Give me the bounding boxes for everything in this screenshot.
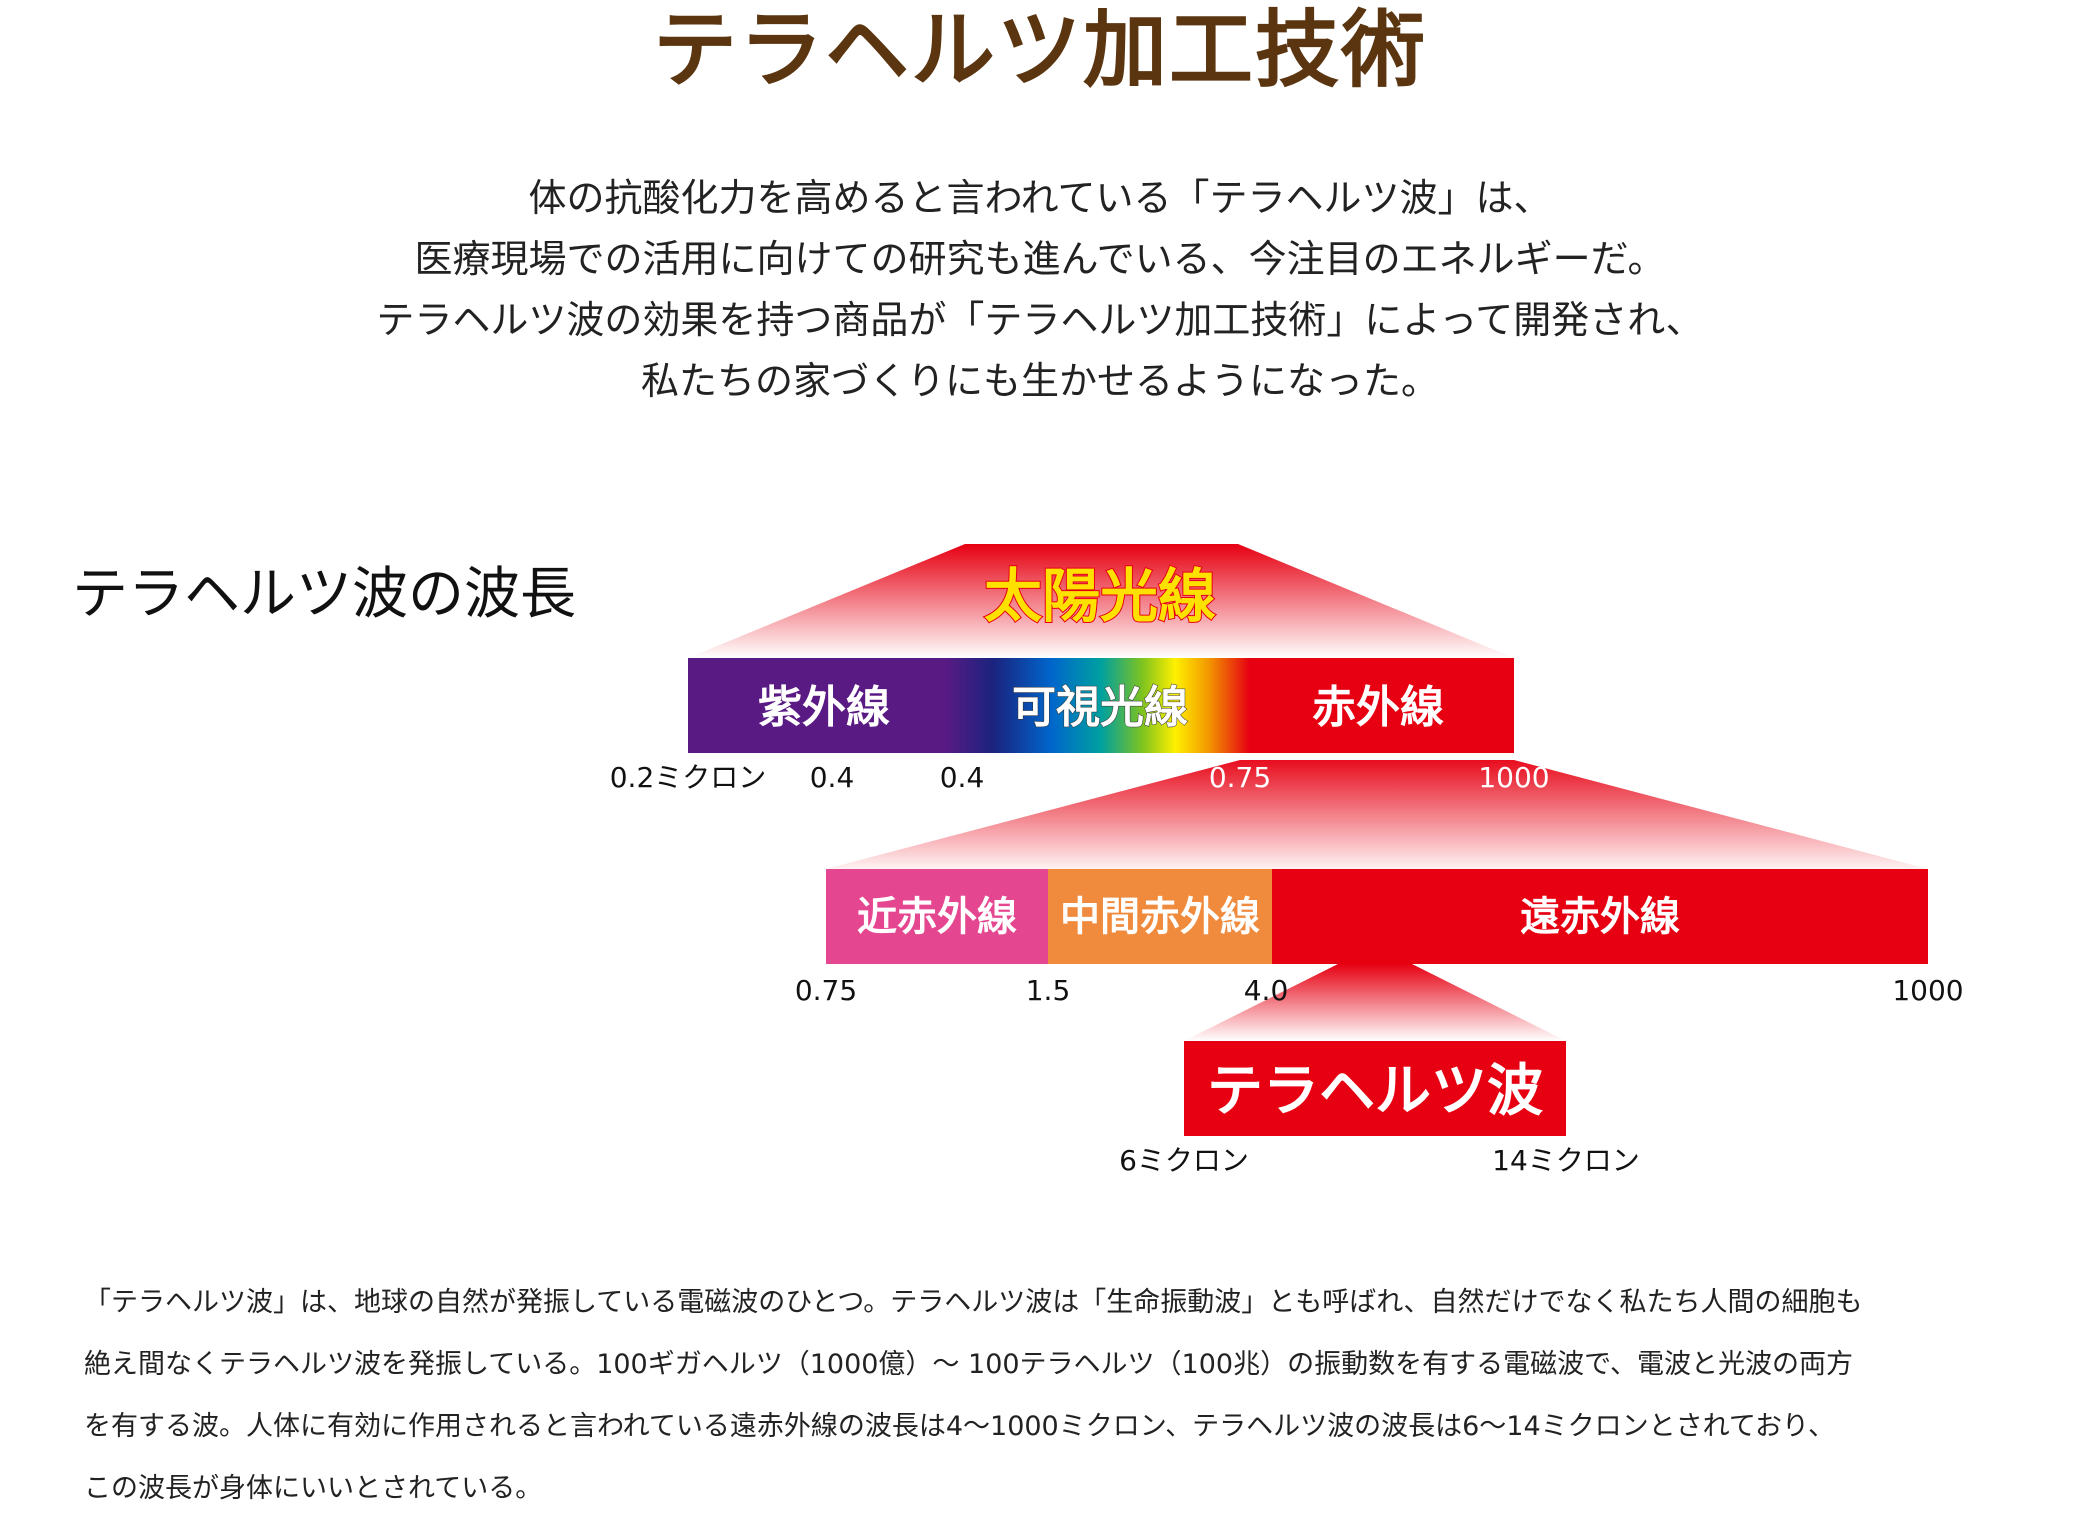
tick-label: 1000 bbox=[1478, 761, 1549, 794]
band-far-infrared bbox=[1272, 869, 1928, 964]
tick-label: 1000 bbox=[1892, 974, 1963, 1007]
tick-label: 14ミクロン bbox=[1492, 1144, 1640, 1177]
description-line: この波長が身体にいいとされている。 bbox=[84, 1473, 543, 1504]
tick-label: 1.5 bbox=[1026, 974, 1071, 1007]
band-label-mid-ir: 中間赤外線 bbox=[1060, 894, 1260, 940]
tick-label: 0.4 bbox=[810, 761, 855, 794]
intro-text: 体の抗酸化力を高めると言われている「テラヘルツ波」は、 医療現場での活用に向けて… bbox=[0, 168, 2080, 412]
terahertz-bar bbox=[1184, 1041, 1566, 1136]
intro-line: 医療現場での活用に向けての研究も進んでいる、今注目のエネルギーだ。 bbox=[414, 237, 1666, 281]
infrared-fan bbox=[826, 760, 1928, 869]
intro-line: テラヘルツ波の効果を持つ商品が「テラヘルツ加工技術」によって開発され、 bbox=[376, 298, 1704, 342]
tick-label: 0.75 bbox=[795, 974, 857, 1007]
sunlight-fan bbox=[688, 544, 1514, 658]
tick-label: 0.2ミクロン bbox=[610, 761, 767, 794]
sunlight-label: 太陽光線 bbox=[984, 562, 1216, 630]
terahertz-label: テラヘルツ波 bbox=[1207, 1059, 1543, 1124]
intro-line: 私たちの家づくりにも生かせるようになった。 bbox=[640, 359, 1439, 403]
page-title: テラヘルツ加工技術 bbox=[652, 1, 1427, 99]
intro-line: 体の抗酸化力を高めると言われている「テラヘルツ波」は、 bbox=[528, 176, 1552, 220]
band-label-uv: 紫外線 bbox=[758, 682, 890, 733]
description-line: を有する波。人体に有効に作用されると言われている遠赤外線の波長は4～1000ミク… bbox=[84, 1411, 1835, 1442]
terahertz-fan bbox=[1184, 964, 1566, 1041]
tick-label: 0.75 bbox=[1209, 761, 1271, 794]
section-title: テラヘルツ波の波長 bbox=[72, 562, 576, 627]
tick-label: 4.0 bbox=[1244, 974, 1289, 1007]
band-label-ir: 赤外線 bbox=[1312, 682, 1444, 733]
description-line: 「テラヘルツ波」は、地球の自然が発振している電磁波のひとつ。テラヘルツ波は「生命… bbox=[84, 1287, 1863, 1318]
description-text: 「テラヘルツ波」は、地球の自然が発振している電磁波のひとつ。テラヘルツ波は「生命… bbox=[84, 1272, 2024, 1520]
tick-label: 0.4 bbox=[940, 761, 985, 794]
description-line: 絶え間なくテラヘルツ波を発振している。100ギガヘルツ（1000億）～ 100テ… bbox=[84, 1349, 1854, 1380]
band-near-infrared bbox=[826, 869, 1048, 964]
band-mid-infrared bbox=[1048, 869, 1272, 964]
band-label-near-ir: 近赤外線 bbox=[857, 894, 1017, 940]
band-label-visible: 可視光線 bbox=[1012, 682, 1188, 733]
band-label-far-ir: 遠赤外線 bbox=[1520, 894, 1680, 940]
spectrum-bar bbox=[688, 658, 1514, 753]
tick-label: 6ミクロン bbox=[1119, 1144, 1249, 1177]
